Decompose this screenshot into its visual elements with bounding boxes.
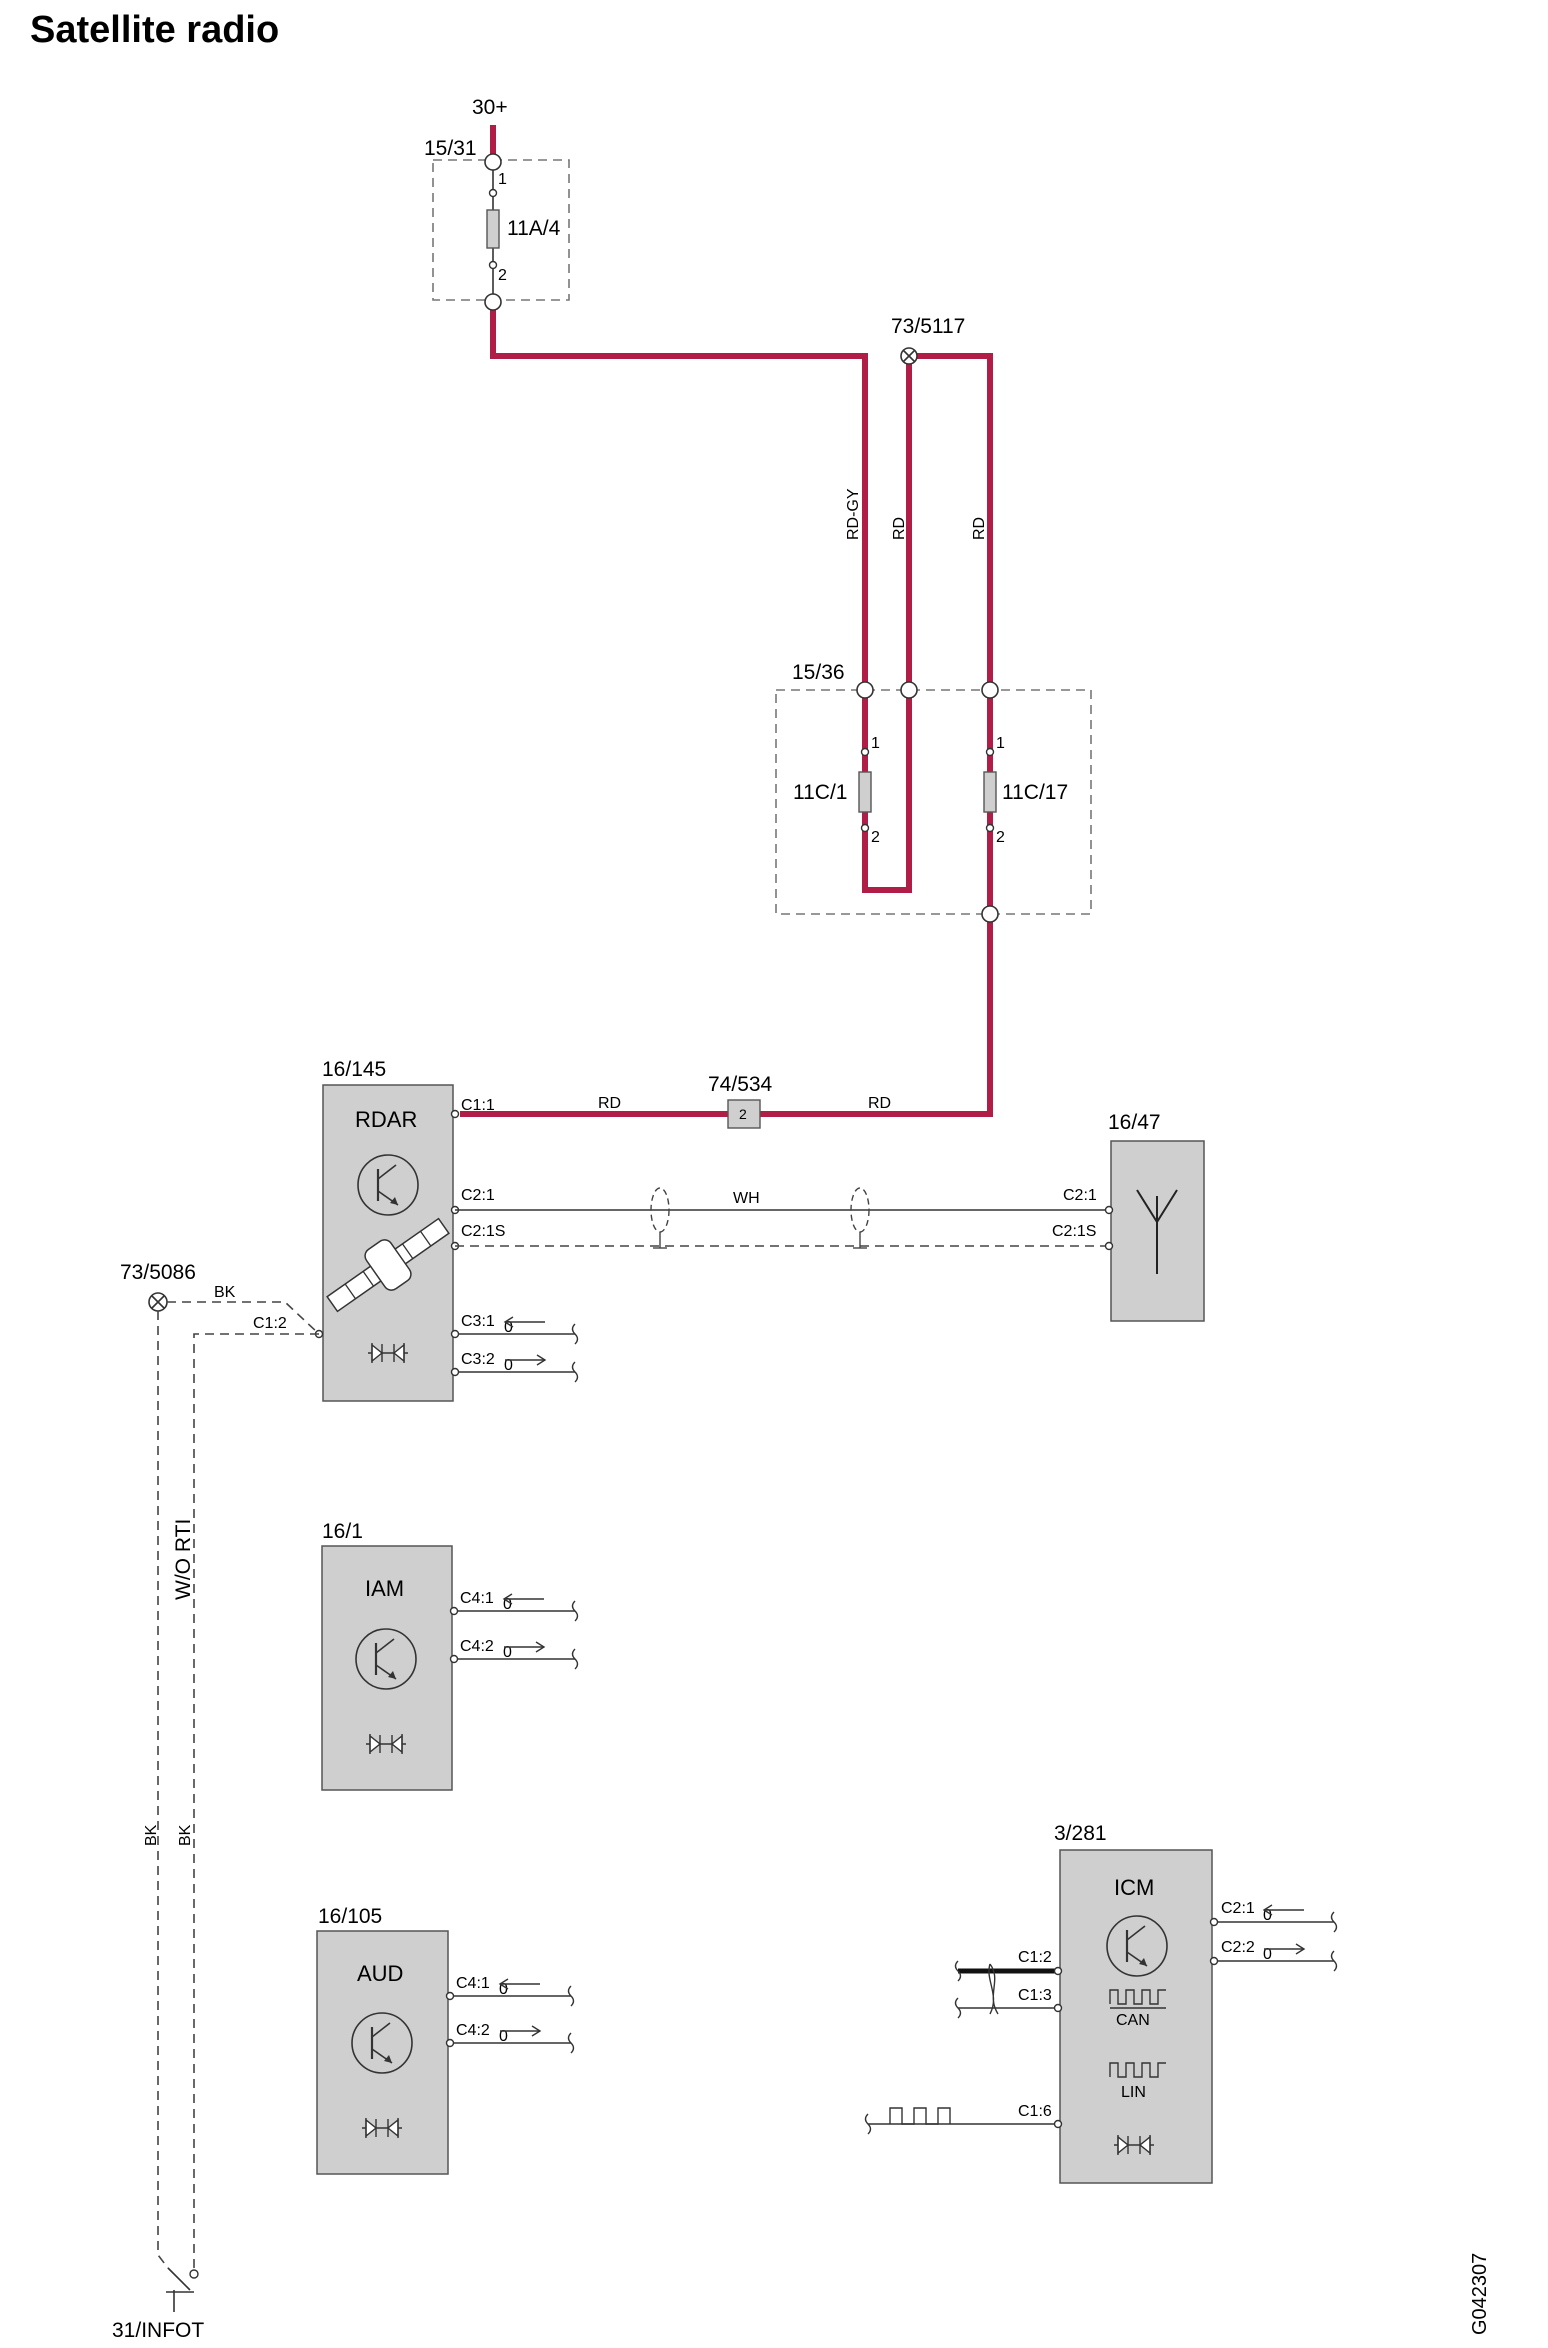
icm-twisted-pair-icon: [988, 1963, 999, 2015]
rdar-c3-2-zero: 0: [504, 1357, 513, 1374]
junction-73-5117: [900, 347, 918, 365]
fuse-box-15-31-label: 15/31: [424, 137, 477, 160]
rdar-pin-c2-1: C2:1: [461, 1187, 495, 1204]
rdar-pin-c3-2: C3:2: [461, 1351, 495, 1368]
icm-lin-label: LIN: [1121, 2084, 1146, 2101]
icm-c2-2-zero: 0: [1263, 1946, 1272, 1963]
rdar-ref: 16/145: [322, 1058, 386, 1081]
connector-74-534-label: 74/534: [708, 1073, 773, 1096]
wire-label-rd-2: RD: [971, 517, 988, 540]
rdar-pin-c3-1: C3:1: [461, 1313, 495, 1330]
fuse-11c-17-pin2: 2: [996, 829, 1005, 846]
antenna-pin-c2-1: C2:1: [1063, 1187, 1097, 1204]
iam-ref: 16/1: [322, 1520, 363, 1543]
icm-name: ICM: [1114, 1875, 1154, 1900]
wire-label-wo-rti: W/O RTI: [172, 1519, 195, 1600]
wire-label-bk-top: BK: [214, 1284, 236, 1301]
aud-pin-c4-2: C4:2: [456, 2022, 490, 2039]
terminal-30-label: 30+: [472, 96, 508, 119]
fuse-11c-1-pin1: 1: [871, 735, 880, 752]
aud-name: AUD: [357, 1961, 403, 1986]
rdar-c3-1-zero: 0: [504, 1319, 513, 1336]
icm-pin-c1-3: C1:3: [1018, 1987, 1052, 2004]
fuse-box-15-36: [775, 689, 1092, 915]
rdar-pin-c1-2: C1:2: [253, 1315, 287, 1332]
fuse-box-15-36-label: 15/36: [792, 661, 845, 684]
antenna-ref: 16/47: [1108, 1111, 1161, 1134]
wire-rd-gy: [490, 302, 868, 682]
icm-pin-c1-2: C1:2: [1018, 1949, 1052, 1966]
aud-module: [316, 1930, 449, 2175]
connector-74-534: [727, 1099, 761, 1129]
junction-73-5086-label: 73/5086: [120, 1261, 196, 1284]
wire-label-rd-3: RD: [598, 1095, 621, 1112]
iam-module: [321, 1545, 453, 1791]
ground-wire-bk-left: [157, 1311, 169, 2269]
antenna-icon: [1136, 1189, 1178, 1274]
wire-label-rd-gy: RD-GY: [845, 488, 862, 540]
icm-lin-waveform-icon: [1109, 2062, 1166, 2078]
aud-c4-2-zero: 0: [499, 2028, 508, 2045]
wire-label-bk-right: BK: [177, 1824, 194, 1846]
ground-wire-bk-right: [193, 1333, 319, 2270]
fuse-11c-1: [858, 771, 872, 813]
icm-module: [1059, 1849, 1213, 2184]
aud-ref: 16/105: [318, 1905, 382, 1928]
rdar-satellite-icon: [326, 1217, 450, 1313]
fuse-11c-1-pin2: 2: [871, 829, 880, 846]
wire-label-bk-left: BK: [143, 1824, 160, 1846]
junction-73-5117-label: 73/5117: [891, 315, 965, 338]
aud-pin-c4-1: C4:1: [456, 1975, 490, 1992]
fuse-11a-4: [486, 209, 500, 249]
fuse-box-node-bottom: [484, 293, 502, 311]
fuse-11a-4-label: 11A/4: [507, 217, 561, 240]
wire-label-rd-4: RD: [868, 1095, 891, 1112]
iam-name: IAM: [365, 1576, 404, 1601]
rdar-name: RDAR: [355, 1107, 417, 1132]
icm-lin-input-waveform-icon: [889, 2107, 951, 2125]
icm-ref: 3/281: [1054, 1822, 1107, 1845]
connector-74-534-pin: 2: [739, 1106, 747, 1122]
icm-can-label: CAN: [1116, 2012, 1150, 2029]
junction-73-5086: [148, 1292, 168, 1312]
fuse-11a-4-pin2: 2: [498, 267, 507, 284]
icm-pin-c2-1: C2:1: [1221, 1900, 1255, 1917]
wire-label-wh: WH: [733, 1190, 760, 1207]
iam-pin-c4-1: C4:1: [460, 1590, 494, 1607]
fuse-11a-4-pin1: 1: [498, 171, 507, 188]
fuse-11c-17-pin1: 1: [996, 735, 1005, 752]
fuse-11c-17: [983, 771, 997, 813]
wire-rd-right: [914, 353, 993, 682]
ground-point-label: 31/INFOT: [112, 2319, 204, 2342]
ground-switch: [166, 2267, 199, 2312]
wire-rd-to-connector: [760, 920, 993, 1117]
drawing-id: G042307: [1469, 2253, 1491, 2335]
rdar-pin-c2-1s: C2:1S: [461, 1223, 505, 1240]
aud-c4-1-zero: 0: [499, 1981, 508, 1998]
rdar-pin-c1-1: C1:1: [461, 1097, 495, 1114]
fuse-box-node-top: [484, 153, 502, 171]
iam-c4-2-zero: 0: [503, 1644, 512, 1661]
wire-label-rd-1: RD: [891, 517, 908, 540]
icm-pin-c2-2: C2:2: [1221, 1939, 1255, 1956]
ground-wire-bk-top: [167, 1301, 320, 1335]
page-title: Satellite radio: [30, 9, 279, 51]
icm-pin-c1-6: C1:6: [1018, 2103, 1052, 2120]
iam-pin-c4-2: C4:2: [460, 1638, 494, 1655]
icm-c2-1-zero: 0: [1263, 1907, 1272, 1924]
iam-c4-1-zero: 0: [503, 1596, 512, 1613]
icm-can-waveform-icon: [1109, 1989, 1166, 2009]
fuse-11c-1-label: 11C/1: [793, 781, 847, 804]
antenna-pin-c2-1s: C2:1S: [1052, 1223, 1096, 1240]
fuse-11c-17-label: 11C/17: [1002, 781, 1068, 804]
